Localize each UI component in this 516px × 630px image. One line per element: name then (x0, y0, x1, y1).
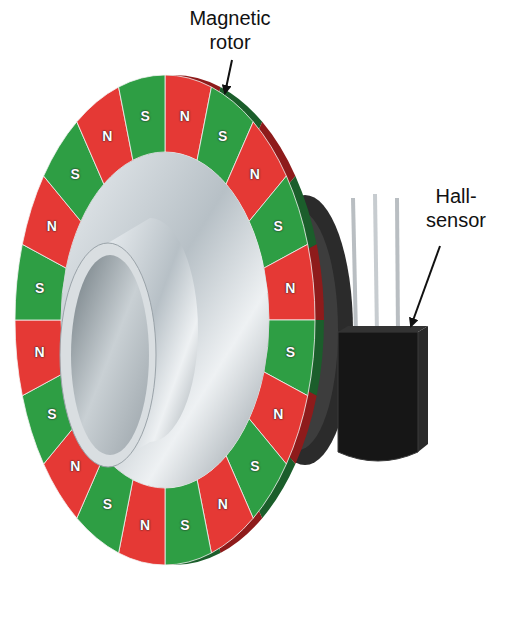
pole-letter: S (35, 281, 44, 295)
sensor-lead (375, 194, 377, 336)
north-pole (15, 320, 66, 396)
pole-letter: S (140, 109, 149, 123)
sensor-body-side (418, 326, 428, 452)
pole-letter: N (285, 281, 295, 295)
pole-letter: N (250, 167, 260, 181)
north-pole (264, 244, 315, 320)
pole-letter: S (180, 518, 189, 532)
pole-letter: N (140, 518, 150, 532)
pole-letter: N (102, 129, 112, 143)
sensor-lead (397, 198, 398, 336)
sensor-body-top (338, 326, 428, 332)
part-label: Magnetic rotor (180, 6, 280, 54)
pole-letter: S (47, 407, 56, 421)
pole-letter: S (274, 219, 283, 233)
pole-letter: N (273, 407, 283, 421)
south-pole (165, 480, 211, 565)
ring-side (24, 75, 324, 565)
pole-letter: N (47, 219, 57, 233)
magnet-ring (15, 75, 315, 565)
pole-letter: S (103, 497, 112, 511)
pole-letter: S (71, 167, 80, 181)
pole-letter: N (70, 459, 80, 473)
part-label: Hall-sensor (416, 184, 496, 232)
flange-face (61, 152, 269, 488)
pole-letter: N (180, 109, 190, 123)
sensor-lead (353, 198, 356, 336)
south-pole (119, 75, 165, 160)
pole-letter: S (218, 129, 227, 143)
pole-letter: S (286, 345, 295, 359)
leader-arrow (225, 60, 232, 93)
pole-letter: S (250, 459, 259, 473)
sensor-body (338, 332, 418, 461)
pole-letter: N (35, 345, 45, 359)
pole-letter: N (218, 497, 228, 511)
leader-arrow (411, 246, 440, 326)
shaft-rim (60, 243, 156, 467)
shaft-bore (71, 255, 149, 455)
